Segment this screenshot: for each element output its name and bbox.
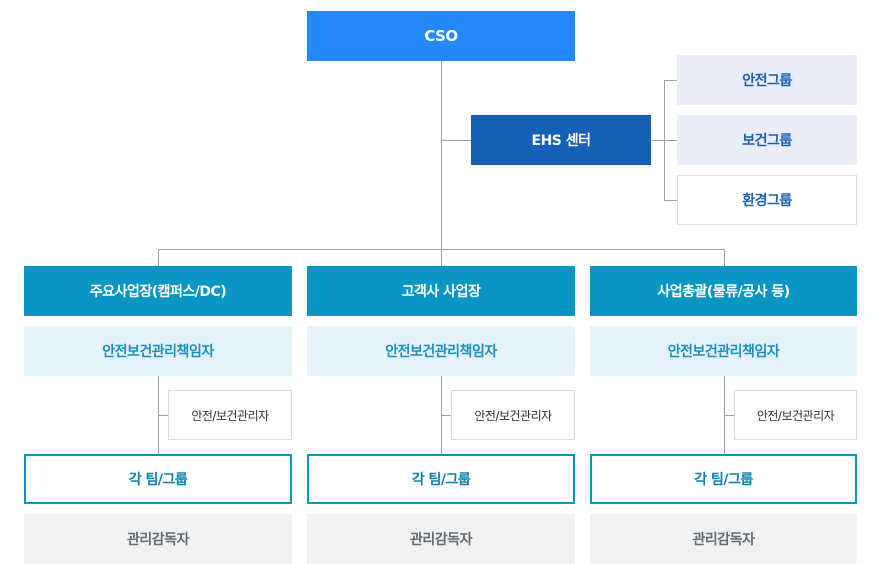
site-2-manager: 안전보건관리책임자 [307, 326, 575, 376]
connector-site-3-sub [724, 415, 734, 416]
site-1-sub-manager: 안전/보건관리자 [168, 390, 292, 440]
site-3-supervisor: 관리감독자 [590, 514, 857, 564]
connector-group-safety [664, 80, 677, 81]
environment-group-box: 환경그룹 [677, 175, 857, 225]
safety-group-box: 안전그룹 [677, 55, 857, 105]
connector-group-environment [664, 200, 677, 201]
connector-site-1-drop [158, 249, 159, 266]
connector-group-health [664, 140, 677, 141]
connector-cso-to-ehs [441, 140, 471, 141]
connector-site-2-sub [441, 415, 451, 416]
site-3-manager: 안전보건관리책임자 [590, 326, 857, 376]
site-header-customer: 고객사 사업장 [307, 266, 575, 316]
site-header-major: 주요사업장(캠퍼스/DC) [24, 266, 292, 316]
health-group-box: 보건그룹 [677, 115, 857, 165]
connector-ehs-out [651, 140, 664, 141]
connector-site-3-drop [724, 249, 725, 266]
connector-cso-trunk [441, 60, 442, 250]
site-3-team: 각 팀/그룹 [590, 454, 857, 504]
connector-site-1-sub [158, 415, 168, 416]
connector-site-2-drop [441, 249, 442, 266]
site-header-business: 사업총괄(물류/공사 등) [590, 266, 857, 316]
site-1-team: 각 팀/그룹 [24, 454, 292, 504]
site-3-sub-manager: 안전/보건관리자 [734, 390, 857, 440]
ehs-center-box: EHS 센터 [471, 115, 651, 165]
site-1-manager: 안전보건관리책임자 [24, 326, 292, 376]
site-2-sub-manager: 안전/보건관리자 [451, 390, 575, 440]
cso-box: CSO [307, 11, 575, 61]
site-2-supervisor: 관리감독자 [307, 514, 575, 564]
site-2-team: 각 팀/그룹 [307, 454, 575, 504]
site-1-supervisor: 관리감독자 [24, 514, 292, 564]
